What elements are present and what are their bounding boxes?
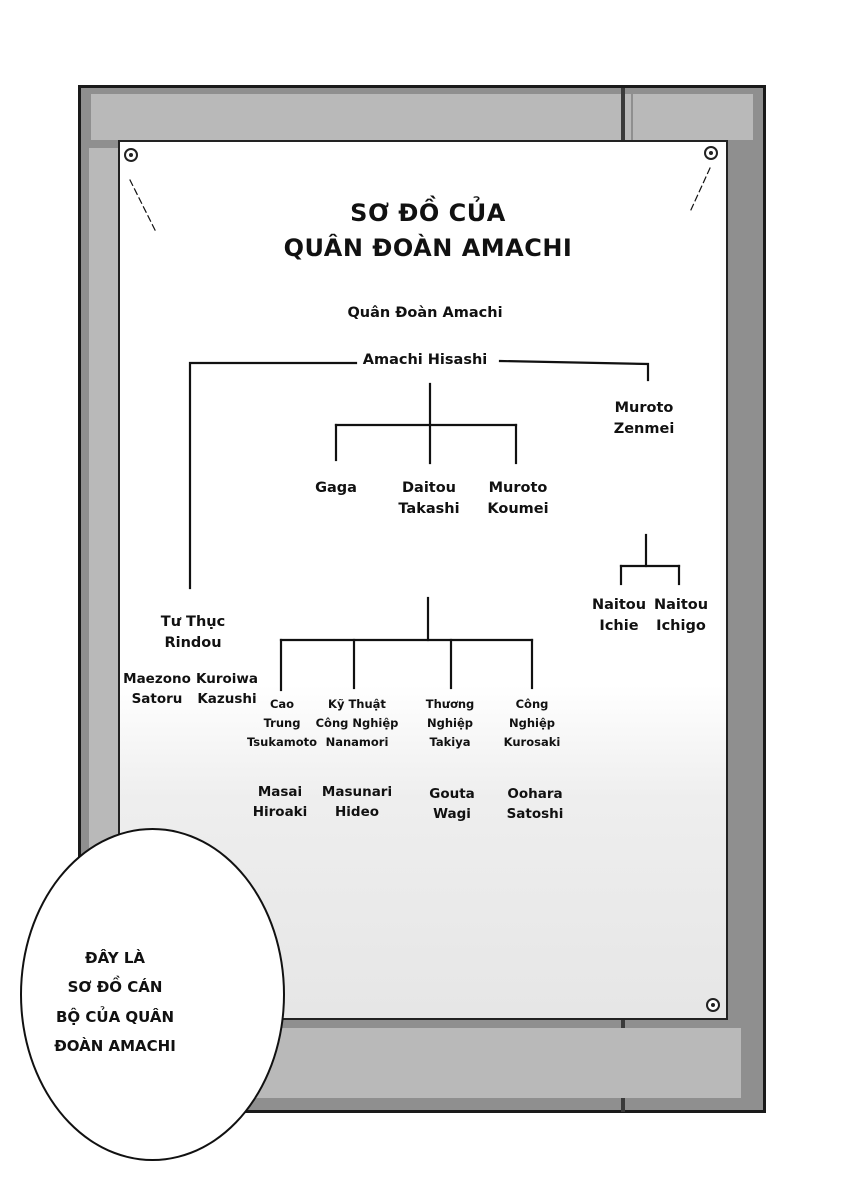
pin-icon	[706, 998, 720, 1012]
pin-string	[129, 179, 157, 233]
left-member-node: Maezono Satoru	[123, 670, 191, 709]
pin-icon	[704, 146, 718, 160]
board-right-strip	[633, 94, 753, 140]
node-line: Takashi	[398, 501, 460, 518]
pin-string	[689, 167, 711, 213]
node-line: Takiya	[429, 734, 471, 749]
pin-icon	[124, 148, 138, 162]
connector-leader-right	[498, 359, 650, 382]
company-person-node: Oohara Satoshi	[507, 785, 564, 824]
node-line: Kỹ Thuật	[328, 697, 386, 711]
node-line: Cao	[269, 697, 295, 711]
company-node: Công Nghiệp Kurosaki	[504, 695, 561, 752]
speech-bubble-text: ĐÂY LÀ SƠ ĐỒ CÁN BỘ CỦA QUÂN ĐOÀN AMACHI	[54, 944, 176, 1061]
node-line: Masunari	[321, 784, 393, 800]
organization-name: Quân Đoàn Amachi	[347, 305, 503, 321]
company-person-node: Gouta Wagi	[429, 785, 475, 824]
node-line: Muroto	[614, 400, 674, 416]
node-line: Hideo	[334, 803, 380, 820]
chart-title: SƠ ĐỒ CỦA QUÂN ĐOÀN AMACHI	[284, 196, 573, 266]
company-person-node: Masunari Hideo	[322, 783, 392, 822]
node-line: Naitou	[653, 597, 709, 613]
node-line: Zenmei	[613, 421, 675, 438]
speech-line: ĐOÀN AMACHI	[54, 1036, 176, 1055]
node-line: Masai	[257, 784, 303, 800]
speech-bubble	[20, 828, 285, 1161]
node-line: Tsukamoto	[246, 734, 318, 749]
center-child-node: Daitou Takashi	[398, 478, 459, 520]
company-node: Kỹ Thuật Công Nghiệp Nanamori	[316, 695, 399, 752]
node-line: Gouta	[429, 786, 475, 802]
chart-title-line: SƠ ĐỒ CỦA	[350, 199, 506, 227]
left-branch-head: Tư Thục Rindou	[161, 612, 225, 654]
node-line: Nghiệp	[426, 715, 474, 730]
node-line: Satoru	[131, 690, 183, 707]
node-line: Nghiệp	[508, 715, 556, 730]
node-line: Satoshi	[506, 805, 564, 822]
board-top-strip	[91, 94, 631, 140]
right-branch-head: Muroto Zenmei	[614, 398, 675, 440]
node-line: Daitou	[401, 480, 457, 496]
node-line: Hiroaki	[252, 803, 308, 820]
speech-line: BỘ CỦA QUÂN	[55, 1007, 175, 1026]
leader-node: Amachi Hisashi	[362, 352, 488, 368]
board-seam-top	[621, 88, 625, 144]
node-line: Koumei	[487, 501, 549, 518]
chart-title-line: QUÂN ĐOÀN AMACHI	[283, 233, 573, 262]
node-line: Công Nghiệp	[315, 715, 399, 730]
right-child-node: Naitou Ichigo	[654, 595, 708, 637]
node-line: Nanamori	[325, 734, 389, 749]
node-line: Kuroiwa	[196, 671, 258, 687]
board-left-strip	[89, 148, 119, 848]
node-line: Thương	[425, 697, 475, 711]
left-member-node: Kuroiwa Kazushi	[196, 670, 258, 709]
connector-leader-left	[188, 361, 358, 590]
node-line: Công	[515, 697, 549, 711]
company-node: Cao Trung Tsukamoto	[247, 695, 317, 752]
node-line: Gaga	[315, 480, 357, 496]
node-line: Ichie	[599, 618, 639, 635]
node-line: Wagi	[433, 805, 471, 822]
node-line: Kurosaki	[503, 734, 561, 749]
node-line: Naitou	[591, 597, 647, 613]
speech-line: ĐÂY LÀ	[85, 949, 145, 967]
node-line: Trung	[263, 715, 301, 730]
company-person-node: Masai Hiroaki	[253, 783, 308, 822]
center-child-node: Gaga	[315, 478, 357, 499]
node-line: Muroto	[488, 480, 548, 496]
center-child-node: Muroto Koumei	[487, 478, 548, 520]
board-bottom-strip	[221, 1028, 741, 1098]
node-line: Tư Thục	[160, 614, 226, 630]
right-child-node: Naitou Ichie	[592, 595, 646, 637]
node-line: Maezono	[123, 671, 191, 687]
node-line: Oohara	[507, 786, 563, 802]
node-line: Ichigo	[656, 618, 706, 635]
speech-line: SƠ ĐỒ CÁN	[67, 978, 163, 997]
company-node: Thương Nghiệp Takiya	[426, 695, 475, 752]
node-line: Rindou	[164, 635, 222, 652]
node-line: Kazushi	[197, 690, 257, 707]
